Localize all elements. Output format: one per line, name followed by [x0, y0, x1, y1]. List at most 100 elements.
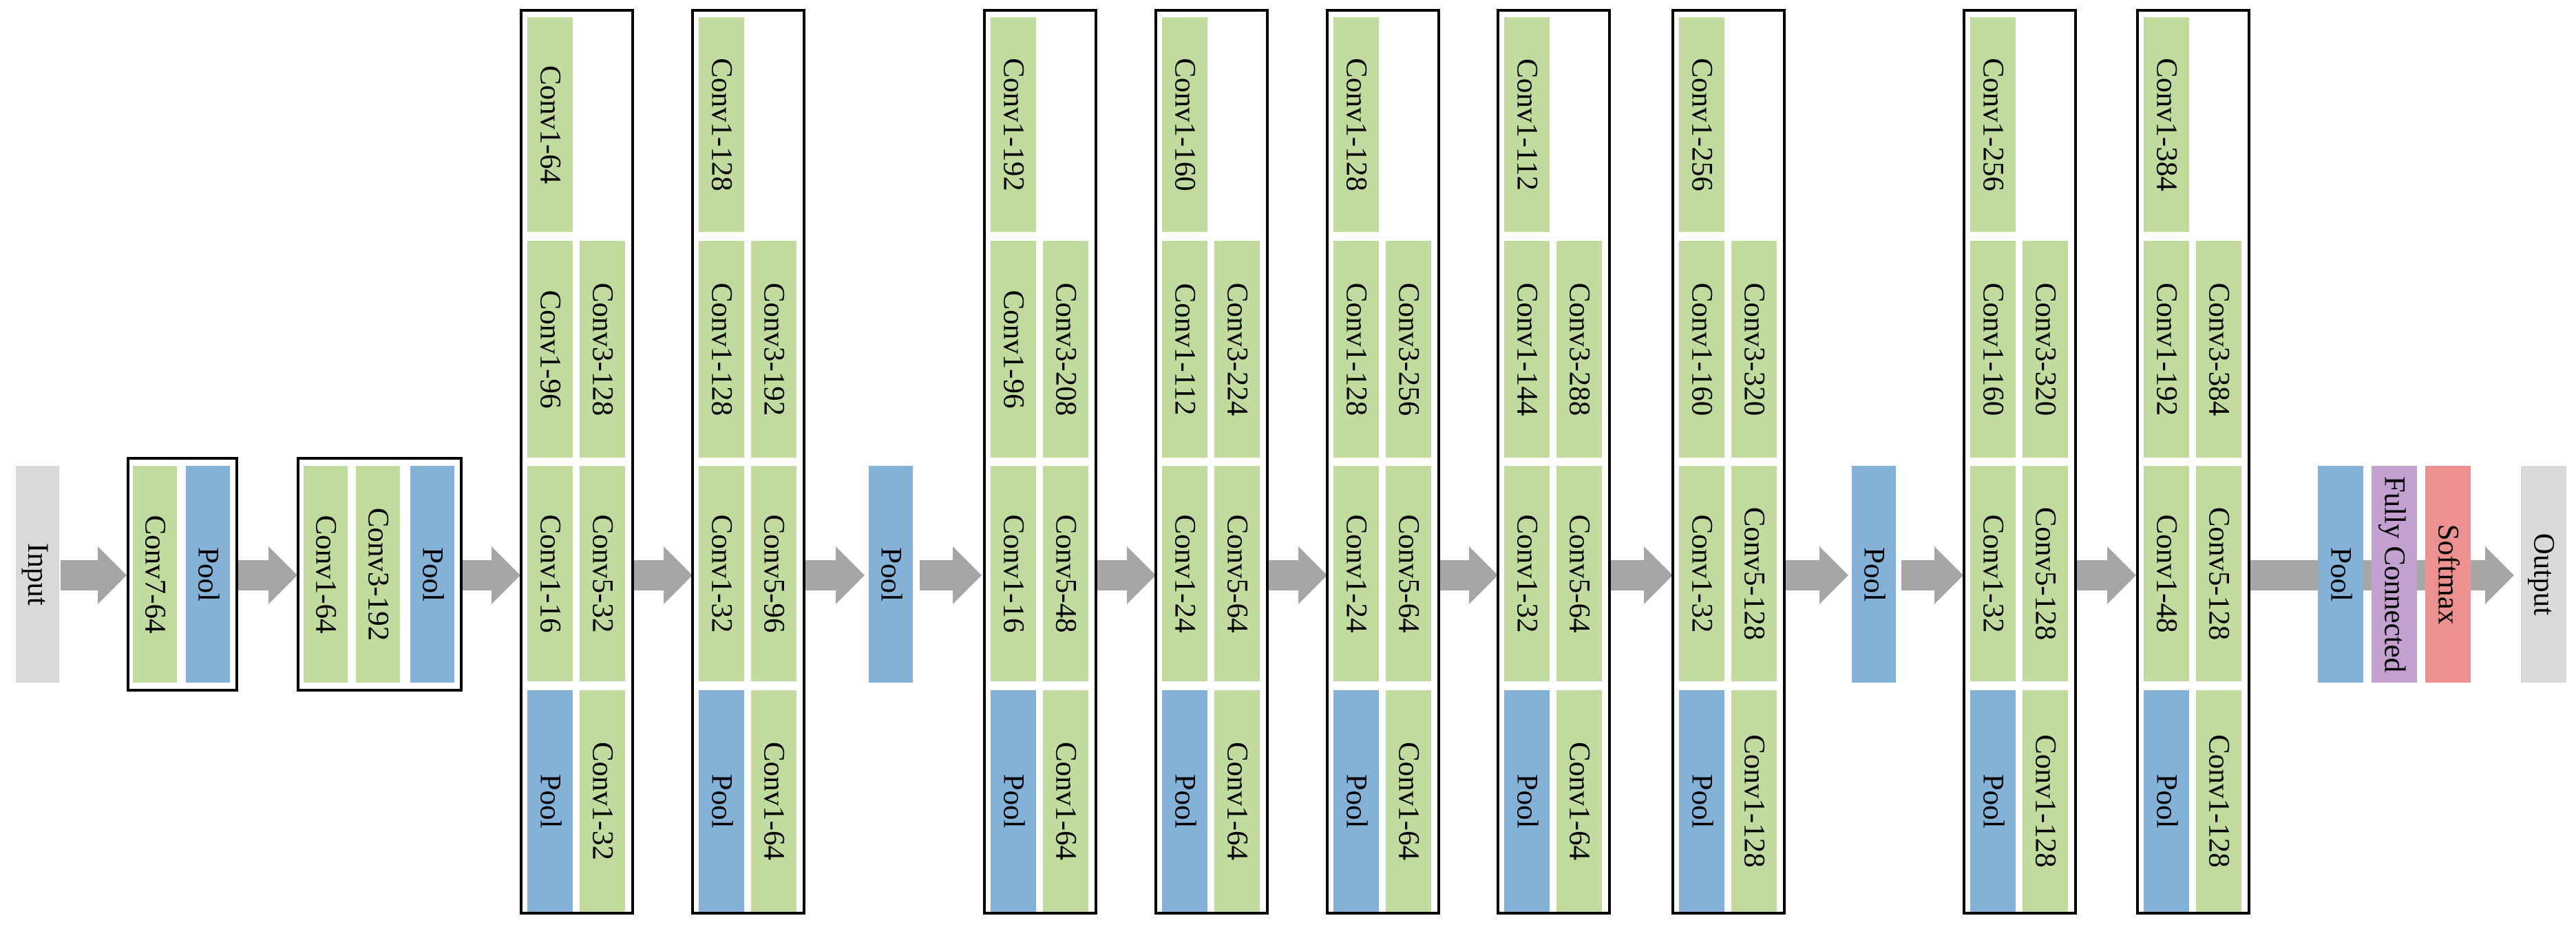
stem1-pool-block-label: Pool [192, 547, 224, 601]
arrow-inception-2b-to-next [1269, 546, 1327, 604]
stem1-conv7-64-block-shape [133, 466, 177, 683]
inception-2a-conv3-block-label: Conv3-208 [1050, 283, 1082, 416]
stem1-pool-block-shape [186, 466, 230, 683]
inception-2b-branch1-block-label: Conv1-160 [1169, 58, 1201, 191]
inception-1a-conv3-block-label: Conv3-128 [587, 283, 619, 416]
softmax-block-shape [2425, 466, 2471, 683]
standalone-pool-2-block-shape [1852, 466, 1896, 683]
inception-2c-conv3-block-shape [1386, 241, 1431, 458]
inception-2c-pool-block-label: Pool [1340, 774, 1373, 829]
input-block-label: Input [21, 543, 54, 606]
softmax-block: Softmax [2425, 466, 2471, 683]
arrow-inception-2e-to-pool [1786, 546, 1848, 604]
inception-2b-branch1-block: Conv1-160 [1162, 17, 1207, 232]
inception-1b-conv5-block-shape [751, 466, 796, 681]
inception-2a-pool-block-label: Pool [997, 774, 1030, 829]
inception-2c-conv5-block-shape [1386, 466, 1431, 681]
standalone-pool-2-block-label: Pool [1858, 547, 1890, 601]
inception-1a-reduce3-block-shape [527, 241, 573, 458]
stem1-conv7-64-block-label: Conv7-64 [139, 515, 171, 634]
inception-3b-branch1-block-label: Conv1-384 [2151, 58, 2183, 191]
inception-3a-reduce3-block-shape [1970, 241, 2016, 458]
inception-2a-reduce5-block: Conv1-16 [991, 466, 1036, 681]
inception-3b-pool-block-label: Pool [2151, 774, 2183, 829]
inception-2a-reduce3-block: Conv1-96 [991, 241, 1036, 458]
inception-2b-conv3-block-label: Conv3-224 [1221, 283, 1254, 416]
inception-2e-projection-block: Conv1-128 [1731, 690, 1777, 912]
inception-2a-projection-block: Conv1-64 [1043, 690, 1088, 912]
standalone-pool-1-block-label: Pool [875, 547, 907, 601]
inception-3b-pool-block-shape [2144, 690, 2189, 912]
inception-2c-conv3-block: Conv3-256 [1386, 241, 1431, 458]
inception-2d-reduce5-block-label: Conv1-32 [1511, 515, 1543, 633]
inception-3a-frame [1963, 9, 2077, 915]
standalone-pool-2-block: Pool [1852, 466, 1896, 683]
inception-3a-conv3-block-label: Conv3-320 [2029, 283, 2062, 416]
head-pool-block: Pool [2318, 466, 2363, 683]
inception-3a-projection-block-shape [2023, 690, 2068, 912]
inception-2a-conv5-block-shape [1043, 466, 1088, 681]
inception-2c-frame [1326, 9, 1440, 915]
inception-2c-reduce3-block-label: Conv1-128 [1340, 283, 1373, 416]
inception-2e-pool-block: Pool [1679, 690, 1724, 912]
inception-2e-projection-block-label: Conv1-128 [1738, 734, 1771, 868]
input-block: Input [16, 466, 59, 683]
inception-2d-projection-block-shape [1556, 690, 1602, 912]
inception-2d-reduce5-block-shape [1504, 466, 1550, 681]
fully-connected-block-shape [2372, 466, 2417, 683]
inception-3b-projection-block-shape [2196, 690, 2241, 912]
inception-1b-conv5-block: Conv5-96 [751, 466, 796, 681]
inception-2d-reduce5-block: Conv1-32 [1504, 466, 1550, 681]
inception-3b-frame [2136, 9, 2250, 915]
inception-2e-conv3-block: Conv3-320 [1731, 241, 1777, 458]
inception-2e-conv5-block: Conv5-128 [1731, 466, 1777, 681]
inception-3a-pool-block: Pool [1970, 690, 2016, 912]
inception-3b-reduce3-block-label: Conv1-192 [2151, 283, 2183, 416]
inception-2d-branch1-block-label: Conv1-112 [1511, 58, 1543, 191]
inception-2c-reduce5-block-label: Conv1-24 [1340, 515, 1373, 633]
inception-2e-branch1-block-label: Conv1-256 [1686, 58, 1718, 191]
inception-2e-pool-block-label: Pool [1686, 774, 1718, 829]
inception-3a-branch1-block-label: Conv1-256 [1977, 58, 2009, 191]
inception-2b-reduce5-block-shape [1162, 466, 1207, 681]
inception-2c-reduce5-block: Conv1-24 [1333, 466, 1379, 681]
inception-3a-conv5-block-shape [2023, 466, 2068, 681]
inception-2b-conv3-block: Conv3-224 [1214, 241, 1260, 458]
inception-3b-branch1-block-shape [2144, 17, 2189, 232]
stem-module-2-frame [297, 457, 463, 692]
inception-2e-reduce3-block: Conv1-160 [1679, 241, 1724, 458]
inception-2c-branch1-block-shape [1333, 17, 1379, 232]
input-block-shape [16, 466, 59, 683]
inception-2a-projection-block-shape [1043, 690, 1088, 912]
inception-2b-reduce3-block: Conv1-112 [1162, 241, 1207, 458]
head-pool-block-shape [2318, 466, 2363, 683]
inception-2a-conv3-block: Conv3-208 [1043, 241, 1088, 458]
arrow-inception-2a-to-next [1097, 546, 1156, 604]
stem2-pool-block-shape [410, 466, 454, 683]
inception-2a-reduce5-block-label: Conv1-16 [997, 515, 1030, 633]
inception-1a-conv5-block-label: Conv5-32 [587, 515, 619, 633]
inception-3b-projection-block-label: Conv1-128 [2203, 734, 2235, 868]
inception-3a-reduce5-block-shape [1970, 466, 2016, 681]
inception-2b-pool-block: Pool [1162, 690, 1207, 912]
inception-2b-projection-block-shape [1214, 690, 1260, 912]
inception-2d-conv3-block-label: Conv3-288 [1563, 283, 1596, 416]
inception-3b-pool-block: Pool [2144, 690, 2189, 912]
inception-2c-reduce5-block-shape [1333, 466, 1379, 681]
inception-3a-conv5-block-label: Conv5-128 [2029, 507, 2062, 641]
inception-2e-pool-block-shape [1679, 690, 1724, 912]
inception-2c-projection-block-shape [1386, 690, 1431, 912]
arrow-inception-2c-to-next [1440, 546, 1498, 604]
inception-1a-branch1-block-label: Conv1-64 [534, 65, 567, 184]
stem2-conv3-192-block-shape [356, 466, 400, 683]
inception-3b-conv5-block: Conv5-128 [2196, 466, 2241, 681]
inception-1b-reduce3-block: Conv1-128 [699, 241, 744, 458]
inception-3a-conv3-block: Conv3-320 [2023, 241, 2068, 458]
inception-3a-conv3-block-shape [2023, 241, 2068, 458]
inception-1a-conv3-block-shape [580, 241, 625, 458]
inception-1a-conv5-block-shape [580, 466, 625, 681]
inception-2d-frame [1497, 9, 1611, 915]
inception-1a-projection-block-shape [580, 690, 625, 912]
